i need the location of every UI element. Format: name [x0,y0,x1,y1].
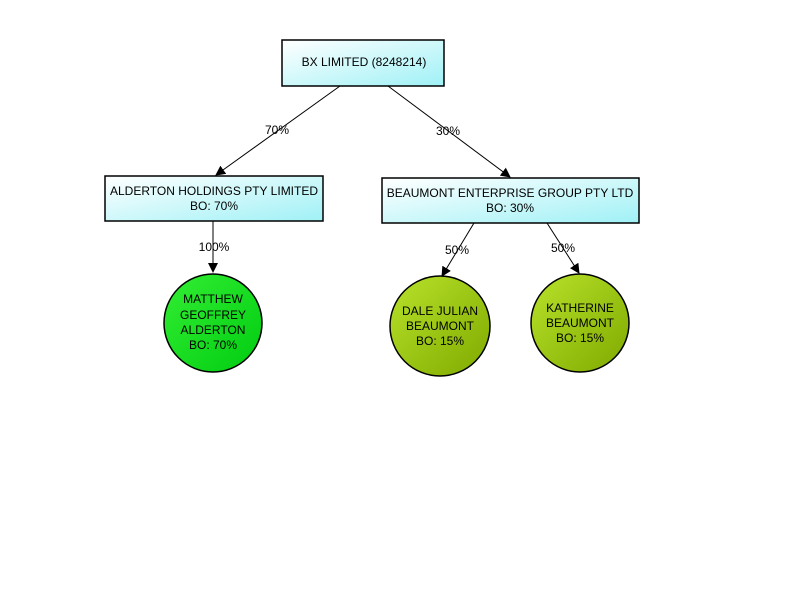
node-dale-beaumont[interactable]: DALE JULIAN BEAUMONT BO: 15% [389,275,491,377]
node-matthew-line-2: GEOFFREY [180,308,246,322]
node-dale-line-1: DALE JULIAN [402,304,478,318]
node-alderton-holdings-line-1: ALDERTON HOLDINGS PTY LIMITED [110,184,318,198]
node-bx-limited[interactable]: BX LIMITED (8248214) [281,39,445,87]
edge-beaumont-to-katherine: 50% [546,222,580,274]
edge-label-beaumont-katherine: 50% [551,241,575,255]
node-katherine-line-1: KATHERINE [546,301,614,315]
node-beaumont-enterprise[interactable]: BEAUMONT ENTERPRISE GROUP PTY LTD BO: 30… [381,177,640,224]
node-dale-line-2: BEAUMONT [406,319,475,333]
node-matthew-line-1: MATTHEW [183,292,243,306]
node-matthew-alderton[interactable]: MATTHEW GEOFFREY ALDERTON BO: 70% [163,273,263,373]
edge-label-alderton-matthew: 100% [199,240,230,254]
node-katherine-beaumont[interactable]: KATHERINE BEAUMONT BO: 15% [530,273,630,373]
edge-label-root-alderton: 70% [265,123,289,137]
node-beaumont-enterprise-line-1: BEAUMONT ENTERPRISE GROUP PTY LTD [387,186,634,200]
node-bx-limited-line-1: BX LIMITED (8248214) [302,55,427,69]
node-beaumont-enterprise-line-2: BO: 30% [486,201,534,215]
node-dale-line-3: BO: 15% [416,334,464,348]
edge-label-beaumont-dale: 50% [445,243,469,257]
node-alderton-holdings[interactable]: ALDERTON HOLDINGS PTY LIMITED BO: 70% [104,175,324,222]
node-alderton-holdings-line-2: BO: 70% [190,199,238,213]
edge-root-to-alderton: 70% [215,85,341,176]
node-katherine-line-2: BEAUMONT [546,316,615,330]
node-matthew-line-3: ALDERTON [181,323,246,337]
edge-root-to-beaumont: 30% [387,85,511,178]
node-matthew-line-4: BO: 70% [189,338,237,352]
edge-alderton-to-matthew: 100% [199,221,230,273]
edge-label-root-beaumont: 30% [436,124,460,138]
edge-beaumont-to-dale: 50% [441,222,475,277]
node-katherine-line-3: BO: 15% [556,331,604,345]
